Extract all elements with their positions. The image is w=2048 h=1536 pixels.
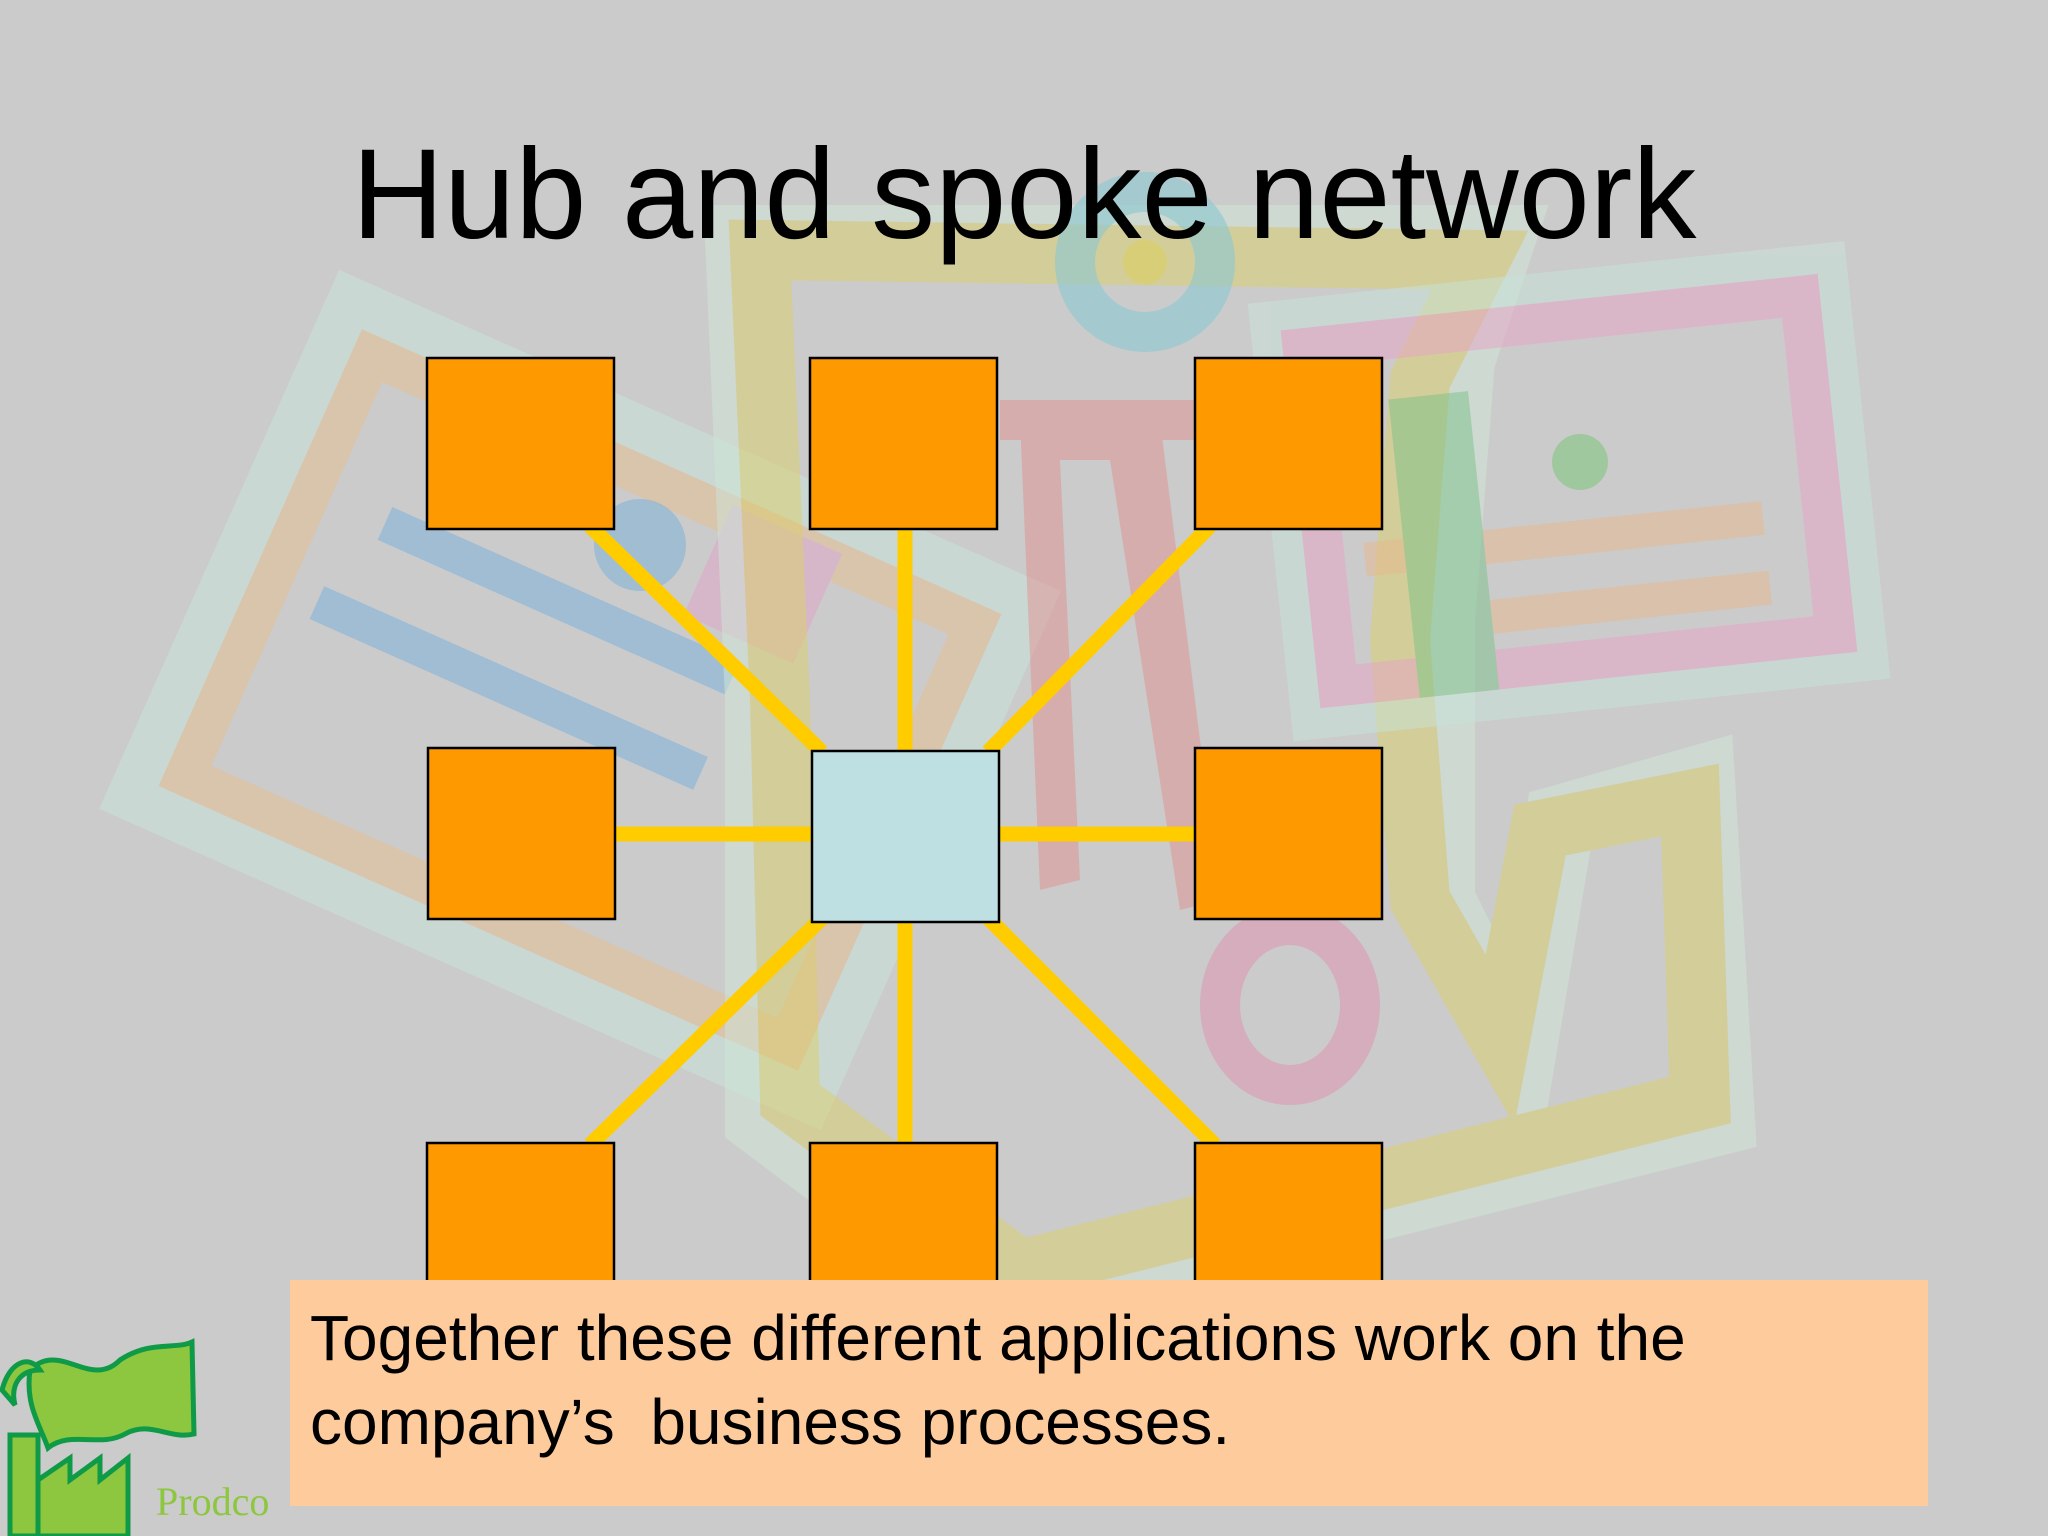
connector-bottom-left	[584, 912, 828, 1151]
slide-title: Hub and spoke network	[351, 123, 1697, 266]
connector-bottom-right	[982, 912, 1221, 1151]
caption-box: Together these different applications wo…	[290, 1280, 1928, 1506]
caption-text: Together these different applications wo…	[310, 1302, 1704, 1458]
spoke-node-top-left	[425, 356, 616, 531]
spoke-node-top-right	[1193, 356, 1384, 531]
connector-top-left	[584, 520, 828, 758]
factory-flag-icon	[0, 1338, 197, 1536]
hub-node	[810, 749, 1001, 924]
spoke-node-top-center	[808, 356, 999, 531]
spoke-node-middle-right	[1193, 746, 1384, 921]
connectors	[584, 520, 1221, 1151]
nodes	[425, 356, 1384, 1316]
logo-text: Prodco	[156, 1479, 270, 1524]
spoke-node-middle-left	[426, 746, 617, 921]
connector-top-right	[982, 520, 1216, 758]
